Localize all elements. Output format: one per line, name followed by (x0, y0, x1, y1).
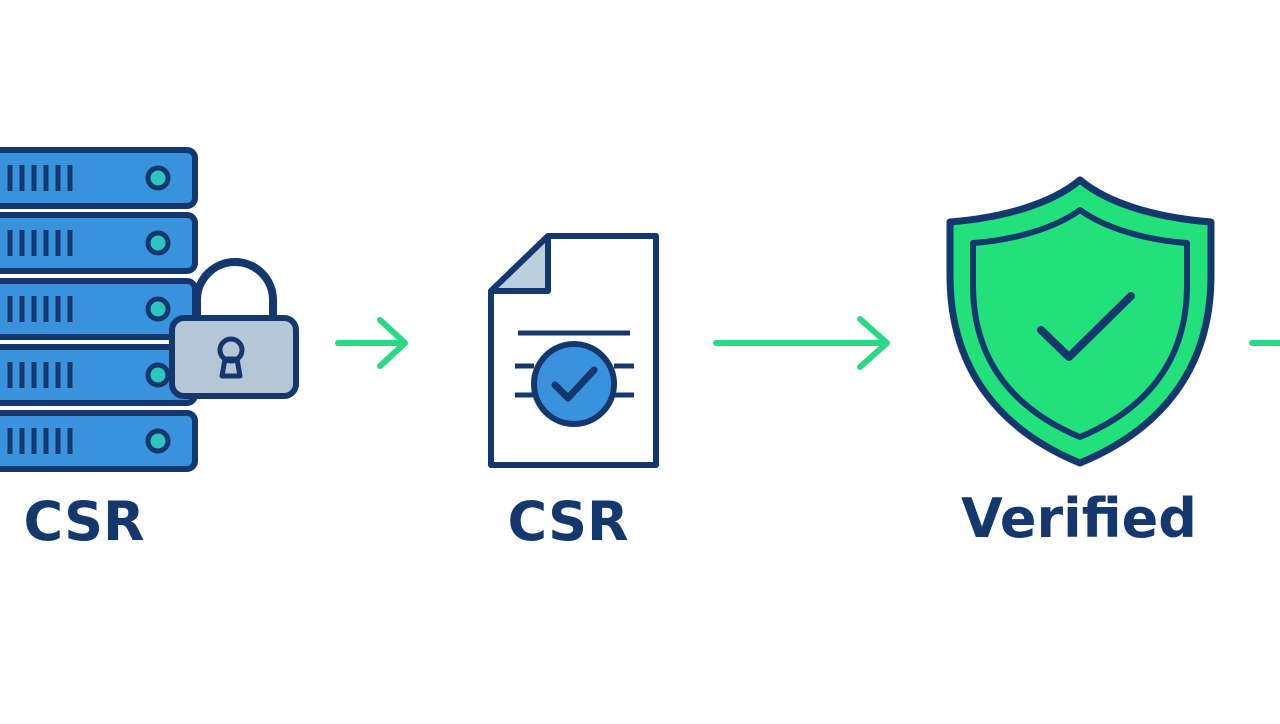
padlock-icon (169, 258, 299, 399)
arrow-right-icon (713, 316, 890, 370)
server-stack-icon (0, 147, 198, 472)
document-lines (515, 330, 634, 398)
server-vents (7, 165, 73, 454)
step-3-label: Verified (961, 487, 1197, 550)
check-badge-icon (531, 341, 617, 427)
keyhole-icon (217, 336, 245, 379)
arrow-right-icon (335, 317, 408, 369)
step-2-label: CSR (507, 490, 629, 553)
server-status-lights (145, 165, 171, 454)
shield-check-icon (946, 176, 1215, 467)
document-check-icon (488, 233, 659, 468)
step-1-label: CSR (23, 490, 145, 553)
server-lock-icon (0, 147, 299, 472)
